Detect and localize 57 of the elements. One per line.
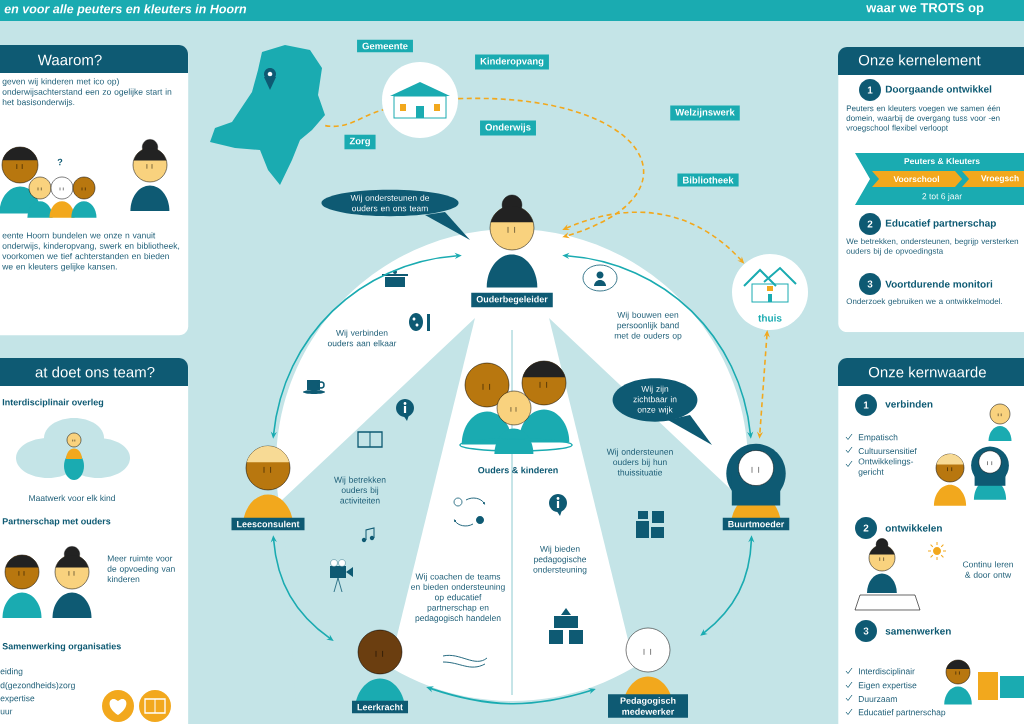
- dashed-connector: [324, 109, 384, 128]
- body-text: geven wij kinderen met ico op) onderwijsachterstand een zo ogelijke start in het basisonderwijs.: [2, 78, 172, 107]
- body-text: Wij ondersteunen ouders bij hun thuissituatie: [606, 448, 673, 476]
- subheading: Interdisciplinair overleg: [2, 398, 104, 408]
- name-label: Pedagogisch medewerker: [608, 694, 688, 718]
- number-badge: 1: [855, 394, 877, 416]
- subheading: ontwikkelen: [885, 524, 942, 532]
- speech-bubble: Wij ondersteunen de ouders en ons team: [321, 189, 470, 240]
- body-text: Onderzoek gebruiken we a ontwikkelmodel.: [846, 298, 1002, 306]
- number-badge: 1: [859, 79, 881, 101]
- subheading: samenwerken: [885, 627, 951, 635]
- subheading: Doorgaande ontwikkel: [885, 85, 992, 95]
- body-text: eiding: [0, 668, 23, 676]
- body-text: We betrekken, ondersteunen, begrijp versterken ouders bij de opvoedingsta: [846, 238, 1019, 256]
- question-mark: ?: [57, 158, 63, 166]
- number-badge: 2: [855, 517, 877, 539]
- body-text: Maatwerk voor elk kind: [29, 494, 115, 502]
- subheading: Educatief partnerschap: [885, 219, 996, 229]
- body-text: d(gezondheids)zorg: [0, 682, 75, 690]
- body-text: Wij betrekken ouders bij activiteiten: [334, 476, 386, 504]
- subheading: Partnerschap met ouders: [2, 517, 111, 527]
- banner-title: en voor alle peuters en kleuters in Hoorn: [4, 4, 247, 16]
- body-text: Peuters en kleuters voegen we samen één domein, waarbij de overgang tuss voor -en vroegschool flexibel verloopt: [846, 105, 1000, 133]
- list-item: Cultuursensitief: [858, 447, 917, 455]
- panel-header: Onze kernelement: [838, 47, 1024, 75]
- body-text: Meer ruimte voor de opvoeding van kinderen: [107, 555, 175, 583]
- panel-header: Onze kernwaarde: [838, 358, 1024, 386]
- chevron-step: Vroegsch: [962, 171, 1024, 187]
- banner-title: waar we TROTS op: [866, 3, 984, 15]
- map-drawing: [210, 45, 325, 185]
- number-badge: 3: [855, 620, 877, 642]
- body-text: expertise: [0, 695, 35, 703]
- body-text: eente Hoorn bundelen we onze n vanuit onderwijs, kinderopvang, swerk en bibliotheek, voorkomen we tief achterstanden en bieden we en kleuters gelijke kansen.: [2, 232, 180, 272]
- name-label: Ouders & kinderen: [478, 466, 558, 474]
- dashed-arrow: [457, 97, 644, 239]
- list-item: Empatisch: [858, 434, 898, 442]
- list-item: Ontwikkelings- gericht: [858, 458, 914, 477]
- place-badge: thuis: [732, 254, 808, 330]
- list-item: Eigen expertise: [858, 682, 917, 690]
- number-badge: 3: [859, 273, 881, 295]
- number-badge: 2: [859, 213, 881, 235]
- speech-bubble: Wij zijn zichtbaar in onze wijk: [612, 378, 712, 445]
- body-text: Continu leren & door ontw: [962, 561, 1013, 578]
- list-item: Interdisciplinair: [859, 668, 915, 676]
- subheading: verbinden: [885, 400, 933, 408]
- panel-header: Waarom?: [0, 45, 188, 73]
- subheading: Samenwerking organisaties: [2, 642, 121, 652]
- body-text: uur: [0, 709, 13, 715]
- chevron-step: Voorschool: [872, 171, 962, 187]
- body-text: Wij verbinden ouders aan elkaar: [327, 329, 397, 347]
- panel-header: at doet ons team?: [0, 358, 188, 386]
- list-item: Educatief partnerschap: [858, 709, 946, 717]
- list-item: Duurzaam: [858, 696, 897, 702]
- subheading: Voortdurende monitori: [885, 280, 993, 288]
- body-text: Wij coachen de teams en bieden ondersteuning op educatief partnerschap en pedagogisch handelen: [411, 573, 505, 623]
- body-text: Wij bieden pedagogische ondersteuning: [533, 545, 587, 575]
- body-text: Wij bouwen een persoonlijk band met de ouders op: [614, 311, 682, 341]
